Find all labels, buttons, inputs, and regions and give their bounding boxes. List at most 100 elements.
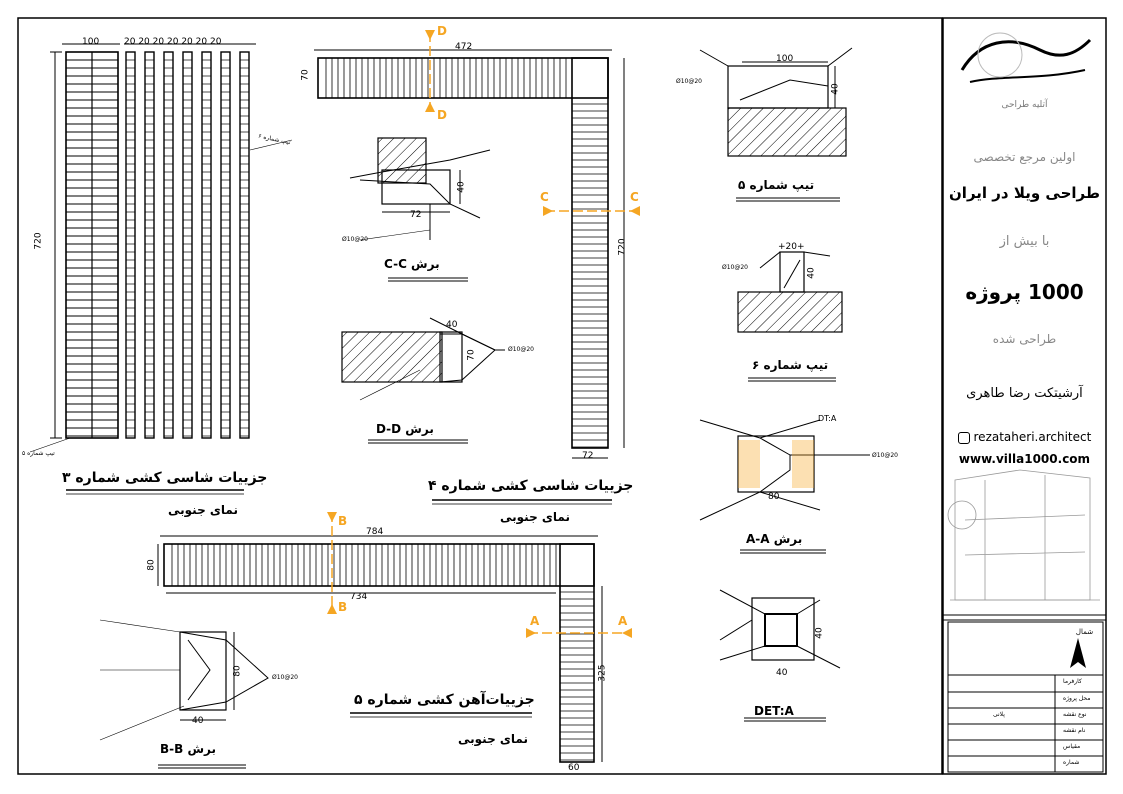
dim-100: 100 [82,37,100,47]
sidebar-count: 1000 پروژه [943,280,1106,304]
note-rod-type6: Ø10@20 [722,264,748,271]
cut-label-b-top: B [338,514,348,528]
dim-70-dd: 70 [466,349,477,361]
dim-80-aa: 80 [768,492,780,502]
architect-name: آرشیتکت رضا طاهری [966,386,1083,401]
sidebar-line1: اولین مرجع تخصصی [973,150,1076,164]
thin-panel [201,51,212,439]
table-row: مقیاس [1063,743,1081,750]
facade-south-5: نمای جنوبی [458,732,528,746]
thin-panel [239,51,250,439]
dim-40-type6: 40 [806,267,817,279]
table-row: شماره [1063,759,1080,766]
title-chassis-4: جزییات شاسی کشی شماره ۴ [428,478,634,494]
dim-720-right: 720 [617,238,628,256]
cut-label-a-right: A [618,614,628,628]
cut-label-c-left: C [540,190,549,204]
table-row: نوع نقشه [1063,711,1087,718]
det-a-drawing [719,589,841,722]
section-cc-drawing [349,137,491,282]
dim-70: 70 [300,69,311,81]
north-label: شمال [1075,628,1094,636]
dim-40-bb: 40 [192,716,204,726]
dim-325: 325 [597,664,608,682]
section-bb-label: برش B-B [160,742,216,756]
dim-734: 734 [350,592,368,602]
note-rod-aa: Ø10@20 [872,452,898,459]
instagram-text: rezataheri.architect [973,430,1092,444]
cut-label-b-bottom: B [338,600,348,614]
section-dd-label: برش D-D [376,422,434,436]
det-a-label: DET:A [754,704,794,718]
dim-472: 472 [455,42,473,52]
facade-south-3: نمای جنوبی [168,503,238,517]
thin-panel [182,51,193,439]
section-bb-drawing [99,619,269,769]
thin-panel [144,51,155,439]
note-det-a: DT:A [818,414,837,423]
cut-label-c-right: C [630,190,639,204]
iron-5-ladder [163,543,595,763]
note-rod-bb: Ø10@20 [272,674,298,681]
project-count: 1000 [1028,280,1084,304]
cut-label-d-bottom: D [437,108,447,122]
title-iron-5: جزییات‌آهن کشی شماره ۵ [354,692,535,708]
title-chassis-3: جزییات شاسی کشی شماره ۳ [62,470,268,486]
sidebar-line5: طراحی شده [992,332,1057,346]
chassis-3-panels [65,51,250,439]
note-rod-cc: Ø10@20 [342,236,368,243]
thin-panel [125,51,136,439]
sidebar: آتلیه طراحی اولین مرجع تخصصی طراحی ویلا … [943,18,1106,774]
type-5-drawing [699,47,853,202]
studio-logo-icon [960,32,1092,83]
note-rod-dd: Ø10@20 [508,346,534,353]
dim-40-cc: 40 [456,181,467,193]
chassis-4-ladder [317,57,609,449]
type-6-label: تیپ شماره ۶ [752,358,829,372]
dim-720-left: 720 [33,232,44,250]
note-rod-type5: Ø10@20 [676,78,702,85]
dim-20: 20 [124,37,136,47]
type-6-drawing [737,251,843,382]
section-aa-label: برش A-A [746,532,803,546]
project-word: پروژه [965,280,1022,304]
instagram-icon [957,431,970,444]
dim-72-cc: 72 [410,210,422,220]
cut-label-d-top: D [437,24,447,38]
thin-panel [220,51,231,439]
dim-40-type5: 40 [830,83,841,95]
dim-20-series: 20 20 20 20 20 20 20 [124,37,222,47]
dim-60: 60 [568,763,580,773]
note-type5-left: تیپ شماره ۵ [22,450,55,457]
section-cc-label: برش C-C [384,257,440,271]
section-aa-drawing [699,419,870,554]
firm-name: آتلیه طراحی [1001,100,1048,110]
title-block [943,614,1106,773]
cut-label-a-left: A [530,614,540,628]
thin-panel [163,51,174,439]
table-row: محل پروژه [1063,695,1091,702]
instagram-handle[interactable]: rezataheri.architect [943,430,1106,444]
table-row: نام نقشه [1063,727,1086,734]
table-value: پلانی [993,711,1005,718]
table-row: کارفرما [1063,678,1082,685]
north-arrow-icon [1070,638,1086,668]
website-link[interactable]: www.villa1000.com [958,452,1091,466]
dim-40-dd: 40 [446,320,458,330]
type-5-label: تیپ شماره ۵ [738,178,815,192]
dim-80-iron5: 80 [146,559,157,571]
section-dd-drawing [341,317,505,444]
dim-20plus-type6: +20+ [778,242,805,252]
dim-80-bb: 80 [232,665,243,677]
dim-72-bottom: 72 [582,451,594,461]
sidebar-line2: طراحی ویلا در ایران [949,184,1100,202]
sheet-frame [17,17,943,775]
villa-sketch-icon [947,469,1100,601]
dim-784: 784 [366,527,384,537]
dim-40-det-side: 40 [814,627,825,639]
facade-south-4: نمای جنوبی [500,510,570,524]
dim-40-det: 40 [776,668,788,678]
sidebar-line3: با بیش از [999,234,1050,249]
dim-100-type5: 100 [776,54,794,64]
